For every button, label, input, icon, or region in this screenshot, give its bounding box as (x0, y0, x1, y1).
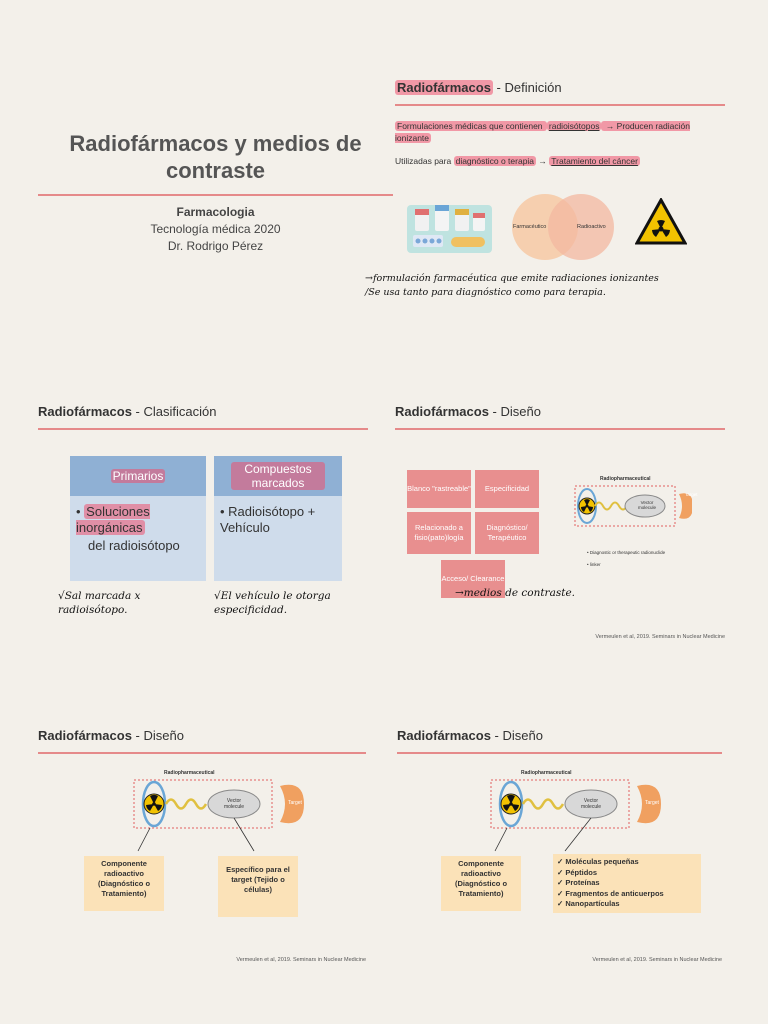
slide3-title-rest: - Clasificación (131, 404, 217, 419)
col1-bullet1: Soluciones inorgánicas (76, 504, 150, 535)
slide1-divider (38, 194, 393, 196)
legend-linker: • linker (587, 562, 601, 567)
vector-item: ✓ Fragmentos de anticuerpos (557, 888, 664, 898)
slide6-left-label: Componente radioactivo (Diagnóstico o Tr… (441, 856, 521, 911)
slide6-radiopharmaceutical-diagram (490, 779, 661, 852)
slide6-credit: Vermeulen et al, 2019. Seminars in Nucle… (592, 957, 722, 963)
slide3-header: Radiofármacos - Clasificación (38, 404, 368, 452)
class-column-primarios: Primarios • Soluciones inorgánicas del r… (70, 456, 206, 581)
slide5-right-label: Específico para el target (Tejido o célu… (218, 856, 298, 917)
slide5-left-label: Componente radioactivo (Diagnóstico o Tr… (84, 856, 164, 911)
col1-bullet2: del radioisótopo (88, 538, 180, 553)
col1-heading: Primarios (110, 469, 166, 483)
venn-left-label: Farmacéutico (513, 224, 547, 230)
slide-diseno-3: Radiofármacos - Diseño Radiopharmaceutic… (397, 728, 722, 968)
slide6-vector-list: ✓ Moléculas pequeñas ✓ Péptidos ✓ Proteí… (553, 854, 701, 913)
slide-diseno-1: Radiofármacos - Diseño Blanco "rastreabl… (395, 404, 725, 644)
slide5-target-label: Target (288, 800, 302, 806)
slide3-handwritten-2: √El vehículo le otorga especificidad. (214, 590, 331, 616)
venn-diagram (512, 194, 614, 260)
slide6-diagram-title: Radiopharmaceutical (521, 770, 572, 776)
slide4-divider (395, 428, 725, 430)
slide2-divider (395, 104, 725, 106)
slide1-course: Farmacologia (176, 205, 255, 219)
design-box-diagnostico: Diagnóstico/ Terapéutico (475, 512, 539, 554)
legend-radionuclide: • Diagnostic or therapeutic radionuclide (587, 550, 666, 555)
slide5-credit: Vermeulen et al, 2019. Seminars in Nucle… (236, 957, 366, 963)
slide4-title-bold: Radiofármacos (395, 404, 489, 419)
medicines-illustration (407, 205, 492, 253)
col2-bullet1: • Radioisótopo + Vehículo (220, 504, 316, 535)
slide4-title-rest: - Diseño (488, 404, 541, 419)
slide4-header: Radiofármacos - Diseño (395, 404, 725, 452)
slide1-title: Radiofármacos y medios de contraste (69, 131, 362, 183)
slide2-line1: Formulaciones médicas que contienen radi… (395, 121, 690, 143)
vector-item: ✓ Proteínas (557, 878, 600, 887)
slide2-header: Radiofármacos - Definición (395, 80, 725, 128)
slide4-credit: Vermeulen et al, 2019. Seminars in Nucle… (595, 634, 725, 640)
slide6-divider (397, 752, 722, 754)
slide5-divider (38, 752, 366, 754)
design-box-relacionado: Relacionado a fisio(pato)logía (407, 512, 471, 554)
slide2-line2: Utilizadas para diagnóstico o terapia → … (395, 156, 640, 166)
slide-diseno-2: Radiofármacos - Diseño Radiopharmaceutic… (38, 728, 366, 968)
vector-item: ✓ Nanopartículas (557, 899, 620, 908)
radiation-warning-icon (635, 198, 687, 245)
design-box-especificidad: Especificidad (475, 470, 539, 508)
slide-title: Radiofármacos y medios de contraste Farm… (38, 70, 393, 360)
slide5-diagram-title: Radiopharmaceutical (164, 770, 215, 776)
class-column-compuestos: Compuestos marcados • Radioisótopo + Veh… (214, 456, 342, 581)
diagram-vector-label: Vector molecule (637, 500, 656, 510)
diagram-target-label: Target (685, 492, 698, 497)
venn-right-label: Radioactivo (577, 224, 606, 230)
vector-item: ✓ Moléculas pequeñas (557, 857, 639, 866)
slide5-title-bold: Radiofármacos (38, 728, 132, 743)
slide6-vector-label: Vector molecule (580, 798, 601, 810)
slide1-program: Tecnología médica 2020 (150, 222, 281, 236)
slide-clasificacion: Radiofármacos - Clasificación Primarios … (38, 404, 368, 694)
slide2-title-bold: Radiofármacos (395, 80, 493, 95)
slide3-divider (38, 428, 368, 430)
slide2-title-rest: - Definición (492, 80, 562, 95)
slide4-handwritten: →medios de contraste. (455, 587, 575, 599)
slide6-title-bold: Radiofármacos (397, 728, 491, 743)
slide3-title-bold: Radiofármacos (38, 404, 132, 419)
slide6-title-rest: - Diseño (490, 728, 543, 743)
slide5-title-rest: - Diseño (131, 728, 184, 743)
radiopharmaceutical-diagram (574, 485, 692, 527)
slide5-radiopharmaceutical-diagram (133, 779, 304, 852)
slide3-handwritten-1: √Sal marcada x radioisótopo. (58, 590, 141, 616)
design-box-acceso: Acceso/ Clearance (441, 560, 505, 598)
vector-item: ✓ Péptidos (557, 867, 598, 877)
design-box-blanco: Blanco "rastreable" (407, 470, 471, 508)
slide2-handwritten-note: →formulación farmacéutica que emite radi… (365, 273, 659, 298)
col2-heading: Compuestos marcados (231, 462, 325, 490)
slide6-header: Radiofármacos - Diseño (397, 728, 722, 776)
slide-definicion: Radiofármacos - Definición Formulaciones… (365, 80, 725, 370)
slide1-author: Dr. Rodrigo Pérez (167, 239, 264, 253)
slide5-header: Radiofármacos - Diseño (38, 728, 366, 776)
diagram-title: Radiopharmaceutical (600, 476, 651, 482)
slide5-vector-label: Vector molecule (223, 798, 244, 810)
slide6-target-label: Target (645, 800, 659, 806)
